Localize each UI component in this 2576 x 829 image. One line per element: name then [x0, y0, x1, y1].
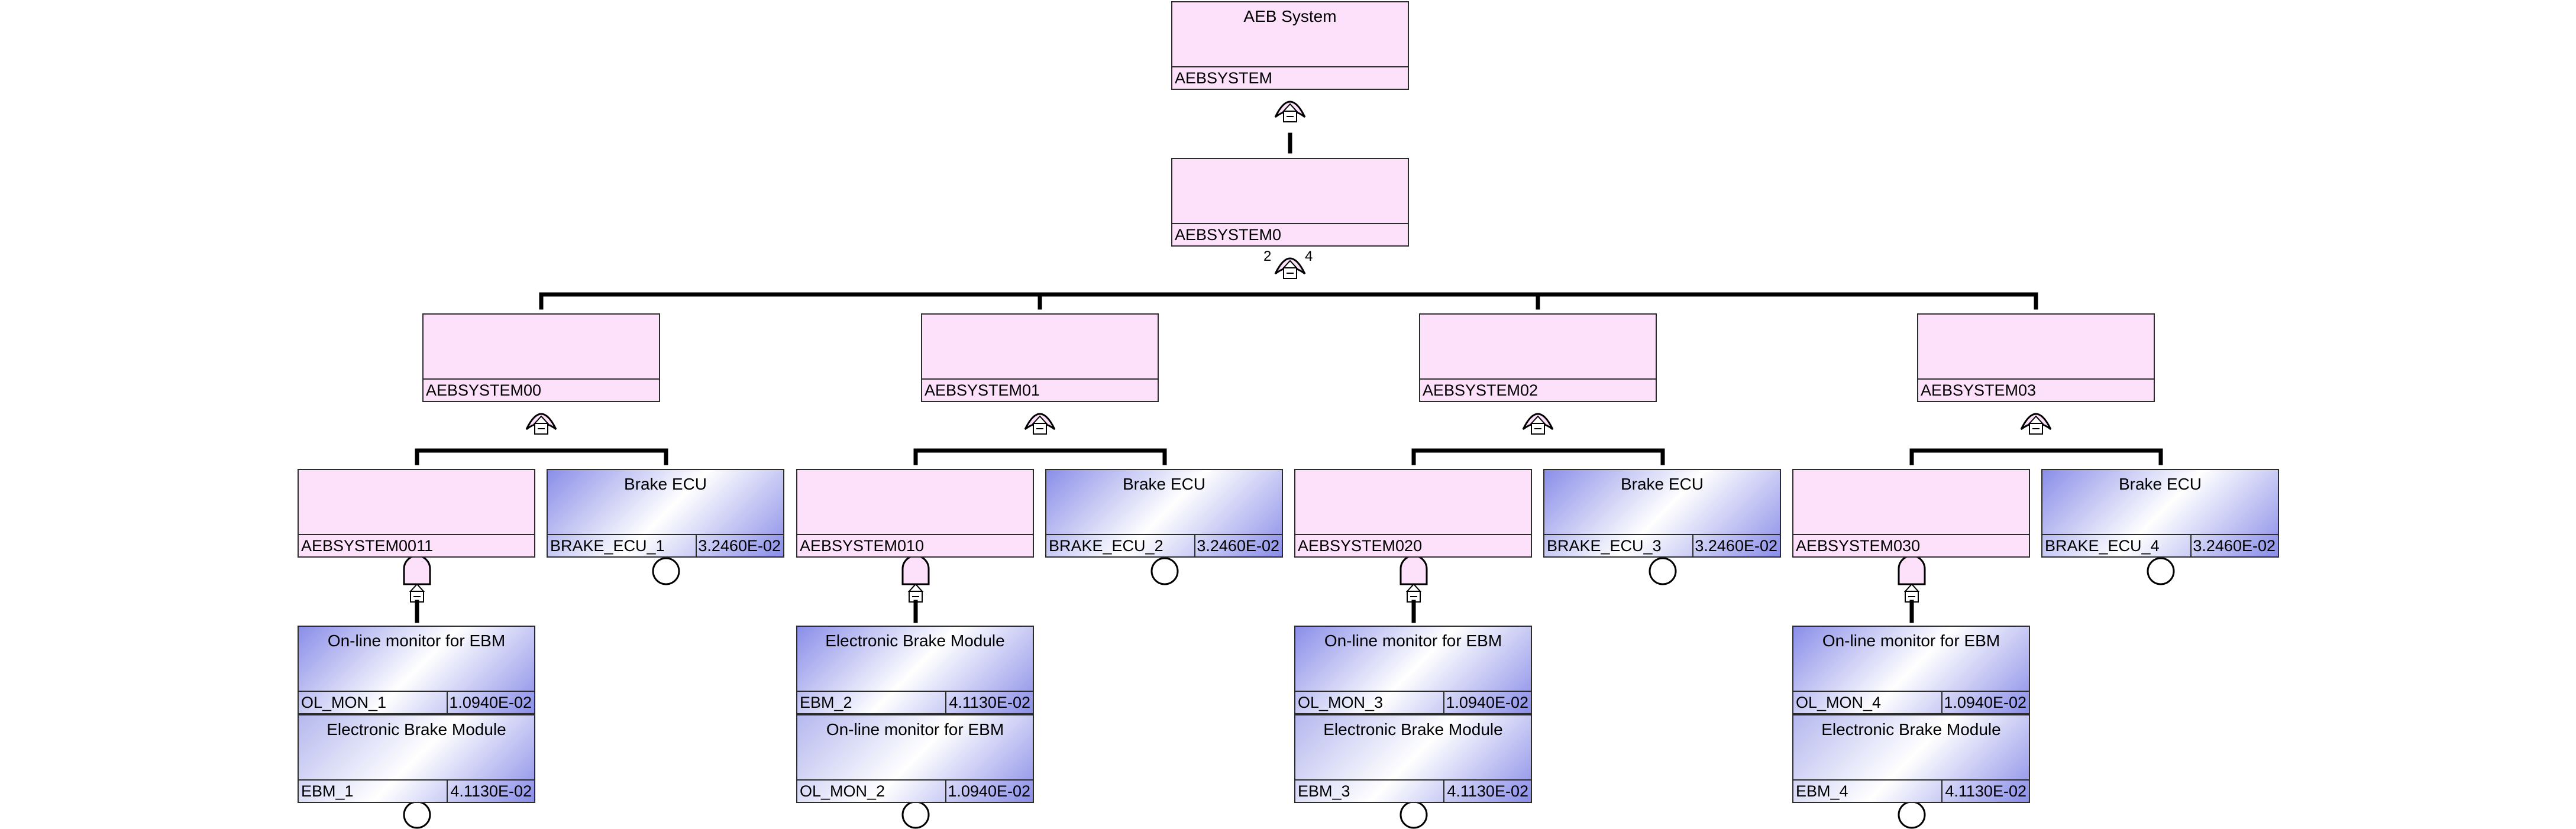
event-probability: 3.2460E-02	[1692, 535, 1780, 556]
gate-and[interactable]: AEBSYSTEM0011	[298, 469, 535, 558]
event-id: AEBSYSTEM01	[925, 381, 1040, 399]
basic-event-circle-icon	[901, 801, 930, 829]
and-gate-icon	[1399, 555, 1428, 585]
event-id: AEBSYSTEM	[1175, 69, 1273, 87]
basic-event[interactable]: Electronic Brake Module EBM_4 4.1130E-02	[1792, 714, 2030, 803]
gate-and[interactable]: AEBSYSTEM030	[1792, 469, 2030, 558]
event-id: AEBSYSTEM0	[1175, 226, 1282, 244]
event-id: AEBSYSTEM020	[1298, 537, 1423, 555]
basic-event-circle-icon	[652, 557, 680, 585]
event-probability: 4.1130E-02	[1941, 781, 2029, 802]
basic-event[interactable]: On-line monitor for EBM OL_MON_4 1.0940E-…	[1792, 626, 2030, 714]
and-gate-icon	[403, 555, 431, 585]
event-description: Electronic Brake Module	[825, 632, 1005, 650]
event-description: Brake ECU	[1620, 475, 1704, 493]
event-id: EBM_3	[1298, 782, 1350, 800]
basic-event-brake-ecu[interactable]: Brake ECU BRAKE_ECU_4 3.2460E-02	[2041, 469, 2279, 558]
event-id: BRAKE_ECU_3	[1547, 537, 1662, 555]
event-id: BRAKE_ECU_2	[1049, 537, 1163, 555]
event-description: Brake ECU	[623, 475, 707, 493]
and-gate-icon	[1898, 555, 1926, 585]
event-probability: 1.0940E-02	[1443, 692, 1531, 713]
event-probability: 1.0940E-02	[1941, 692, 2029, 713]
event-description: AEB System	[1243, 7, 1337, 25]
transfer-triangle-icon	[409, 583, 425, 592]
event-description: Electronic Brake Module	[1821, 720, 2001, 739]
event-id: AEBSYSTEM00	[426, 381, 542, 399]
event-id: OL_MON_1	[301, 694, 387, 711]
event-probability: 1.0940E-02	[945, 781, 1033, 802]
top-event-aeb-system[interactable]: AEB System AEBSYSTEM	[1171, 1, 1409, 90]
vote-n-label: 4	[1305, 248, 1313, 264]
gate-and[interactable]: AEBSYSTEM010	[796, 469, 1034, 558]
basic-event[interactable]: Electronic Brake Module EBM_1 4.1130E-02	[298, 714, 535, 803]
event-description: On-line monitor for EBM	[826, 720, 1004, 739]
basic-event-brake-ecu[interactable]: Brake ECU BRAKE_ECU_3 3.2460E-02	[1543, 469, 1781, 558]
event-id: EBM_2	[800, 694, 852, 711]
basic-event-circle-icon	[1150, 557, 1179, 585]
vote-k-label: 2	[1263, 248, 1272, 264]
event-id: AEBSYSTEM010	[800, 537, 925, 555]
event-id: EBM_4	[1796, 782, 1848, 800]
basic-event[interactable]: On-line monitor for EBM OL_MON_1 1.0940E-…	[298, 626, 535, 714]
gate-aebsystem0[interactable]: AEBSYSTEM0	[1171, 158, 1409, 247]
event-probability: 3.2460E-02	[696, 535, 783, 556]
event-id: BRAKE_ECU_1	[550, 537, 665, 555]
event-probability: 4.1130E-02	[447, 781, 534, 802]
event-id: OL_MON_2	[800, 782, 885, 800]
event-id: OL_MON_3	[1298, 694, 1384, 711]
transfer-triangle-icon	[1903, 583, 1920, 592]
event-description: Brake ECU	[2118, 475, 2202, 493]
basic-event-circle-icon	[1399, 801, 1428, 829]
transfer-triangle-icon	[1405, 583, 1422, 592]
event-id: BRAKE_ECU_4	[2045, 537, 2160, 555]
basic-event[interactable]: Electronic Brake Module EBM_3 4.1130E-02	[1294, 714, 1532, 803]
event-probability: 3.2460E-02	[2190, 535, 2278, 556]
event-id: OL_MON_4	[1796, 694, 1882, 711]
event-probability: 4.1130E-02	[1443, 781, 1531, 802]
basic-event-circle-icon	[403, 801, 431, 829]
basic-event-circle-icon	[2147, 557, 2175, 585]
basic-event-brake-ecu[interactable]: Brake ECU BRAKE_ECU_2 3.2460E-02	[1045, 469, 1283, 558]
gate-subsystem[interactable]: AEBSYSTEM03	[1917, 313, 2155, 402]
transfer-triangle-icon	[907, 583, 924, 592]
basic-event[interactable]: On-line monitor for EBM OL_MON_2 1.0940E-…	[796, 714, 1034, 803]
event-id: AEBSYSTEM03	[1921, 381, 2037, 399]
gate-and[interactable]: AEBSYSTEM020	[1294, 469, 1532, 558]
gate-subsystem[interactable]: AEBSYSTEM02	[1419, 313, 1657, 402]
gate-subsystem[interactable]: AEBSYSTEM00	[422, 313, 660, 402]
event-probability: 3.2460E-02	[1194, 535, 1282, 556]
basic-event-circle-icon	[1898, 801, 1926, 829]
event-id: AEBSYSTEM02	[1423, 381, 1539, 399]
event-id: AEBSYSTEM0011	[301, 537, 434, 555]
basic-event[interactable]: Electronic Brake Module EBM_2 4.1130E-02	[796, 626, 1034, 714]
basic-event-circle-icon	[1649, 557, 1677, 585]
basic-event[interactable]: On-line monitor for EBM OL_MON_3 1.0940E-…	[1294, 626, 1532, 714]
and-gate-icon	[901, 555, 930, 585]
event-description: On-line monitor for EBM	[327, 632, 506, 650]
event-probability: 1.0940E-02	[447, 692, 534, 713]
event-probability: 4.1130E-02	[945, 692, 1033, 713]
basic-event-brake-ecu[interactable]: Brake ECU BRAKE_ECU_1 3.2460E-02	[547, 469, 784, 558]
event-id: EBM_1	[301, 782, 354, 800]
event-description: Brake ECU	[1122, 475, 1206, 493]
event-description: On-line monitor for EBM	[1324, 632, 1502, 650]
event-description: Electronic Brake Module	[327, 720, 506, 739]
gate-subsystem[interactable]: AEBSYSTEM01	[921, 313, 1159, 402]
event-description: On-line monitor for EBM	[1822, 632, 2000, 650]
event-id: AEBSYSTEM030	[1796, 537, 1921, 555]
event-description: Electronic Brake Module	[1323, 720, 1503, 739]
